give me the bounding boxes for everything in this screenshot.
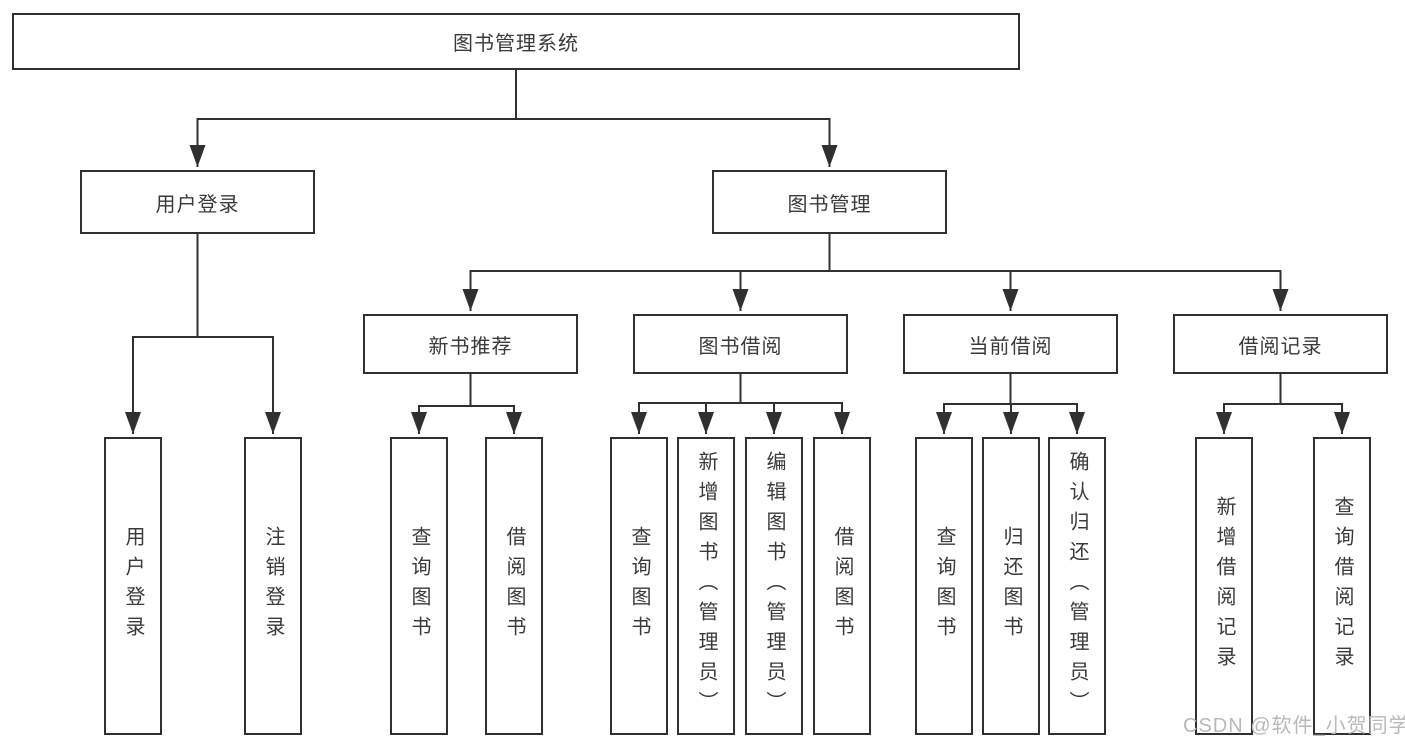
node-user-login: 用户登录 [80, 170, 315, 234]
leaf-logout: 注销登录 [244, 437, 302, 735]
leaf-borrow-books-1: 借阅图书 [485, 437, 543, 735]
leaf-return-books: 归还图书 [982, 437, 1040, 735]
leaf-user-login: 用户登录 [104, 437, 162, 735]
leaf-borrow-books-2: 借阅图书 [813, 437, 871, 735]
leaf-query-books-1: 查询图书 [390, 437, 448, 735]
leaf-add-books-admin: 新增图书（管理员） [677, 437, 735, 735]
leaf-query-books-2: 查询图书 [610, 437, 668, 735]
node-current-borrow: 当前借阅 [903, 314, 1118, 374]
node-root-system: 图书管理系统 [12, 13, 1020, 70]
node-borrow-records: 借阅记录 [1173, 314, 1388, 374]
csdn-watermark: CSDN @软件_小贺同学 [1183, 715, 1405, 737]
leaf-add-borrow-record: 新增借阅记录 [1195, 437, 1253, 735]
node-book-borrow: 图书借阅 [633, 314, 848, 374]
leaf-query-books-3: 查询图书 [915, 437, 973, 735]
node-book-management: 图书管理 [712, 170, 947, 234]
node-new-book-recommend: 新书推荐 [363, 314, 578, 374]
leaf-confirm-return-admin: 确认归还（管理员） [1048, 437, 1106, 735]
leaf-edit-books-admin: 编辑图书（管理员） [745, 437, 803, 735]
leaf-query-borrow-record: 查询借阅记录 [1313, 437, 1371, 735]
